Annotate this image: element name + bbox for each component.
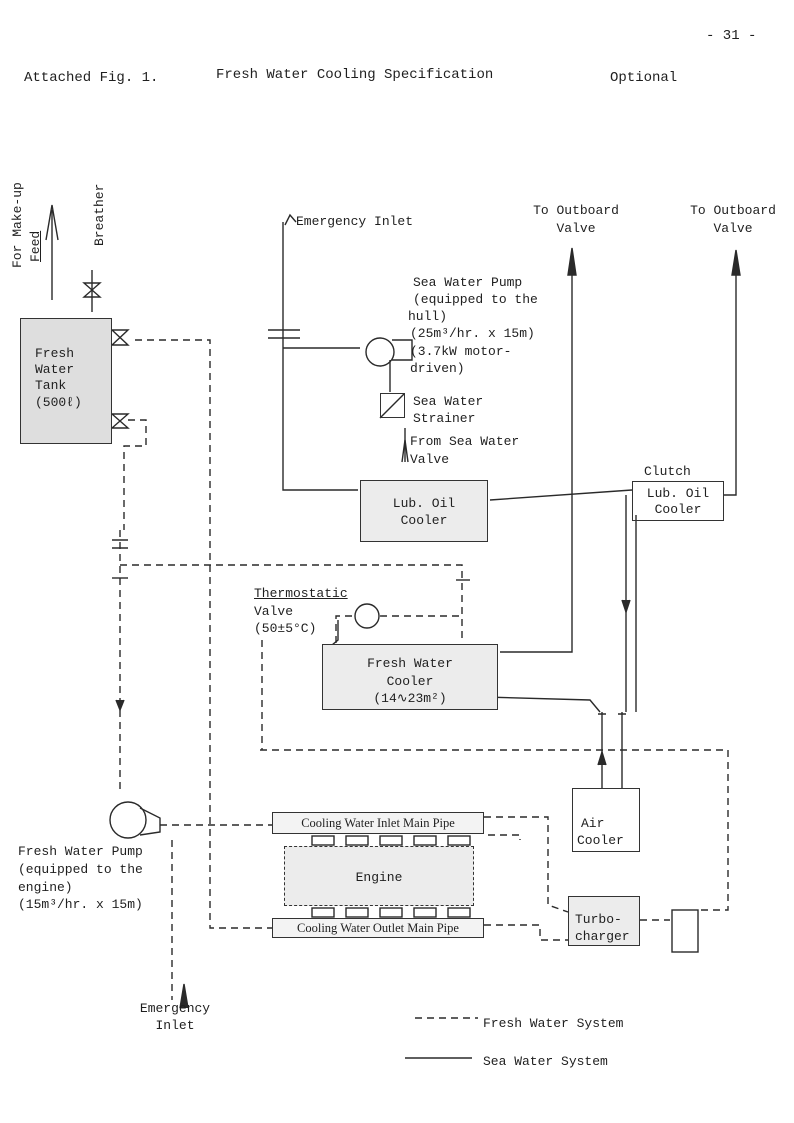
- arrow-emergency-bottom: [179, 983, 189, 1009]
- sw-pump-line6: driven): [410, 361, 465, 376]
- fw-long-horizontal: [260, 749, 729, 911]
- arrow-outboard-1: [567, 247, 577, 276]
- strainer-diagonal: [379, 393, 405, 419]
- engine-jacket-cells: [311, 835, 471, 918]
- fw-outlet-to-turbo: [484, 924, 568, 941]
- lub-oil-cooler-1: Lub. Oil Cooler: [360, 480, 488, 542]
- fresh-water-cooler: Fresh Water Cooler (14∿23m²): [322, 644, 498, 710]
- arrow-down-left: [115, 699, 125, 712]
- thermostatic-valve-symbol: [354, 603, 380, 629]
- loc2-line1: Lub. Oil: [646, 486, 710, 501]
- fresh-water-tank: Fresh Water Tank (500ℓ): [20, 318, 112, 444]
- loc1-line1: Lub. Oil: [392, 496, 456, 511]
- tank-label-2: Water: [35, 362, 75, 377]
- thermostatic-line2: Valve: [254, 604, 294, 619]
- sea-water-loc1-to-loc2: [489, 489, 633, 501]
- fw-pump-line2: (equipped to the: [18, 862, 143, 877]
- tank-label-4: (500ℓ): [35, 395, 82, 410]
- arrow-up-right: [597, 749, 607, 766]
- arrow-from-seawater: [401, 439, 409, 463]
- caption-prefix: Attached Fig. 1.: [24, 70, 159, 86]
- breather-label: Breather: [92, 183, 107, 246]
- fw-tank-lower: [123, 419, 147, 530]
- sw-strainer-line1: Sea Water: [413, 394, 484, 409]
- fresh-water-pump-symbol: [109, 801, 147, 839]
- cooling-water-inlet-main-pipe: Cooling Water Inlet Main Pipe: [272, 812, 484, 834]
- engine-label: Engine: [355, 870, 403, 885]
- loc2-line2: Cooler: [654, 502, 702, 517]
- thermostatic-line1: Thermostatic: [254, 586, 348, 601]
- thermostatic-line3: (50±5°C): [254, 621, 317, 636]
- sw-pump-line4: (25m³/hr. x 15m): [410, 326, 535, 341]
- turbo-line2: charger: [575, 929, 630, 944]
- lub-oil-cooler-2: Lub. Oil Cooler: [632, 481, 724, 521]
- arrow-feed: [45, 204, 59, 241]
- tank-valve-top: [110, 329, 130, 346]
- feed-label: Feed: [28, 230, 43, 262]
- fw-pump-line4: (15m³/hr. x 15m): [18, 897, 143, 912]
- sw-strainer-line2: Strainer: [413, 411, 476, 426]
- legend-sea-water: Sea Water System: [483, 1054, 608, 1069]
- loc1-line2: Cooler: [400, 513, 448, 528]
- clutch-label: Clutch: [644, 464, 691, 479]
- legend-fresh-water: Fresh Water System: [483, 1016, 624, 1031]
- to-outboard-1-line2: Valve: [556, 221, 596, 236]
- fwc-line1: Fresh Water: [367, 656, 453, 671]
- emergency-inlet-bottom-line1: Emergency: [139, 1001, 211, 1016]
- sw-pump-line2: (equipped to the: [413, 292, 538, 307]
- fw-inlet-to-turbo: [484, 816, 569, 913]
- sea-water-pump-motor: [392, 339, 413, 361]
- sea-water-fwc-outlet: [483, 696, 601, 713]
- from-sw-valve-line1: From Sea Water: [410, 434, 520, 449]
- fw-thermostat-loop: [335, 615, 352, 645]
- sw-pump-line3: hull): [408, 309, 448, 324]
- flange-3: [268, 329, 300, 339]
- air-cooler: Air Cooler: [572, 788, 640, 852]
- fw-aircooler-connect: [488, 834, 521, 840]
- fwc-line3: (14∿23m²): [373, 691, 447, 706]
- engine-block: Engine: [284, 846, 474, 906]
- caption-tag: Optional: [610, 70, 678, 86]
- to-outboard-2-line1: To Outboard: [690, 203, 776, 218]
- tank-label-1: Fresh: [35, 346, 75, 361]
- inlet-main-pipe-label: Cooling Water Inlet Main Pipe: [301, 816, 455, 830]
- breather-valve: [82, 282, 102, 298]
- sw-pump-line1: Sea Water Pump: [413, 275, 523, 290]
- to-outboard-2-line2: Valve: [713, 221, 753, 236]
- turbocharger: Turbo- charger: [568, 896, 640, 946]
- arrow-down-middle: [621, 599, 631, 615]
- turbo-line1: Turbo-: [575, 912, 622, 927]
- sea-water-emergency-line: [282, 222, 358, 491]
- to-outboard-1-line1: To Outboard: [533, 203, 619, 218]
- tank-label-3: Tank: [35, 378, 67, 393]
- from-sw-valve-line2: Valve: [410, 452, 450, 467]
- fw-pump-line1: Fresh Water Pump: [18, 844, 143, 859]
- outlet-main-pipe-label: Cooling Water Outlet Main Pipe: [297, 921, 459, 935]
- tank-valve-bottom: [110, 413, 130, 429]
- caption-title: Fresh Water Cooling Specification: [216, 67, 494, 83]
- sw-pump-line5: (3.7kW motor-: [410, 344, 512, 359]
- fwc-line2: Cooler: [386, 674, 434, 689]
- arrow-emergency-top: [284, 213, 297, 226]
- flange-1: [112, 539, 128, 549]
- emergency-inlet-bottom-line2: Inlet: [155, 1018, 195, 1033]
- page-number: - 31 -: [706, 28, 757, 44]
- arrow-outboard-2: [731, 249, 741, 276]
- sea-water-pump-symbol: [365, 337, 395, 367]
- fw-horizontal-branch: [120, 564, 463, 640]
- sea-water-outboard-2: [724, 270, 737, 496]
- sea-water-outboard-1: [500, 270, 573, 653]
- cooling-water-outlet-main-pipe: Cooling Water Outlet Main Pipe: [272, 918, 484, 938]
- fw-pump-line3: engine): [18, 880, 73, 895]
- sea-water-strainer: [380, 393, 405, 418]
- fresh-water-pump-nozzle: [139, 807, 161, 836]
- air-cooler-line1: Air: [581, 816, 605, 831]
- make-up-label: For Make-up: [10, 182, 25, 268]
- emergency-inlet-top-label: Emergency Inlet: [296, 214, 414, 229]
- fw-tank-to-right: [135, 339, 272, 929]
- turbo-side-block: [671, 909, 699, 953]
- air-cooler-line2: Cooler: [577, 833, 624, 848]
